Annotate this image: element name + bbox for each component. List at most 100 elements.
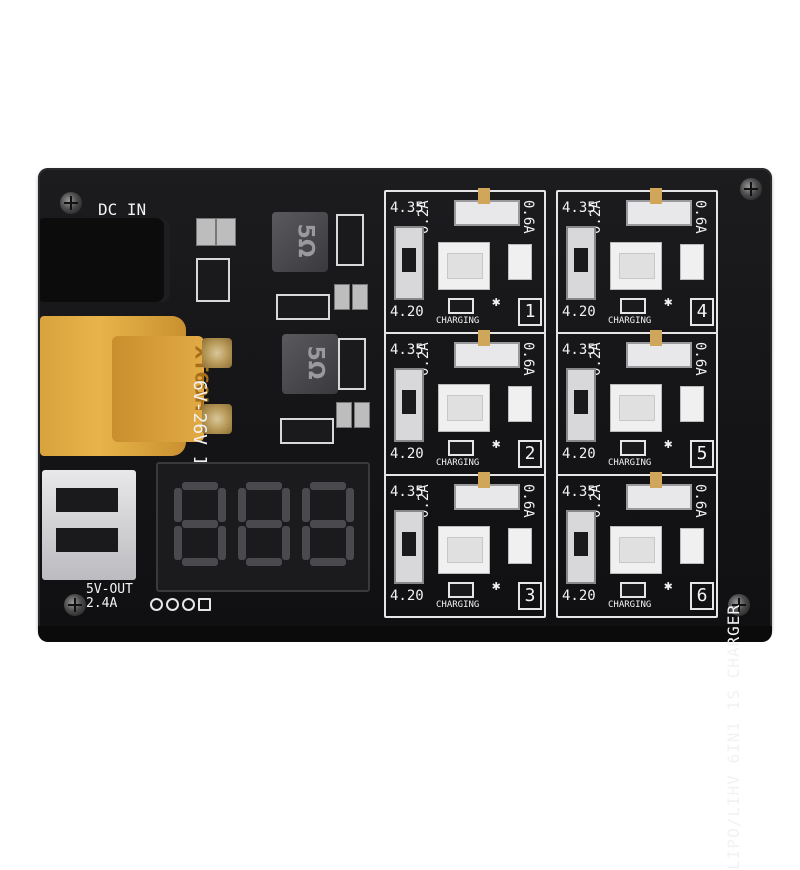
voltage-select-switch[interactable] <box>394 368 424 442</box>
current-high-label: 0.6A <box>520 342 536 376</box>
smd-part <box>680 386 704 422</box>
jst-battery-connector <box>610 526 662 574</box>
dc-barrel-jack <box>40 218 170 302</box>
voltage-low-label: 4.20 <box>390 304 424 320</box>
charging-led-icon <box>448 298 474 314</box>
charging-module-5: 4.35 4.20 0.2A 0.6A CHARGING ✱ 5 <box>556 330 718 476</box>
inductor-top: 5Ω <box>272 212 328 272</box>
current-select-switch[interactable] <box>626 472 692 510</box>
voltage-high-label: 4.35 <box>390 200 424 216</box>
charging-status-label: CHARGING <box>436 600 480 610</box>
module-number: 5 <box>690 440 714 468</box>
screw-bottom-right-icon <box>728 594 750 616</box>
display-digit <box>174 482 226 566</box>
voltage-high-label: 4.35 <box>562 200 596 216</box>
seven-segment-display <box>156 462 370 592</box>
voltage-high-label: 4.35 <box>390 342 424 358</box>
diode-chip <box>338 338 366 390</box>
charging-module-1: 4.35 4.20 0.2A 0.6A CHARGING ✱ 1 <box>384 188 546 334</box>
voltage-low-label: 4.20 <box>390 588 424 604</box>
voltage-select-switch[interactable] <box>394 510 424 584</box>
inductor-label: 5Ω <box>292 223 318 258</box>
charging-status-label: CHARGING <box>608 600 652 610</box>
current-select-switch[interactable] <box>454 188 520 226</box>
pad-icon <box>166 598 179 611</box>
dc-in-label: DC IN <box>98 200 147 219</box>
voltage-low-label: 4.20 <box>562 446 596 462</box>
jst-battery-connector <box>438 242 490 290</box>
charging-status-label: CHARGING <box>436 316 480 326</box>
smd-chip <box>276 294 330 320</box>
current-select-switch[interactable] <box>626 188 692 226</box>
voltage-high-label: 4.35 <box>562 484 596 500</box>
voltage-select-switch[interactable] <box>566 368 596 442</box>
voltage-high-label: 4.35 <box>562 342 596 358</box>
screw-top-right-icon <box>740 178 762 200</box>
current-select-switch[interactable] <box>626 330 692 368</box>
pcb-edge <box>38 626 772 642</box>
display-digit <box>238 482 290 566</box>
current-high-label: 0.6A <box>520 200 536 234</box>
jst-battery-connector <box>610 242 662 290</box>
voltage-select-switch[interactable] <box>394 226 424 300</box>
xt60-connector: XT60H <box>40 316 212 456</box>
smd-capacitor <box>196 218 216 246</box>
charging-status-label: CHARGING <box>608 316 652 326</box>
charging-led-icon <box>448 582 474 598</box>
usb-out-label: 5V-OUT <box>86 582 133 597</box>
smd-part <box>508 244 532 280</box>
charging-led-icon <box>620 298 646 314</box>
voltage-select-switch[interactable] <box>566 226 596 300</box>
usb-slot <box>56 488 118 512</box>
current-high-label: 0.6A <box>692 342 708 376</box>
inductor-bottom: 5Ω <box>282 334 338 394</box>
jst-battery-connector <box>438 384 490 432</box>
smd-chip <box>280 418 334 444</box>
jst-battery-connector <box>610 384 662 432</box>
voltage-low-label: 4.20 <box>562 304 596 320</box>
module-number: 2 <box>518 440 542 468</box>
charging-led-icon <box>448 440 474 456</box>
charging-led-icon <box>620 582 646 598</box>
usb-slot <box>56 528 118 552</box>
pad-icon <box>150 598 163 611</box>
charger-title: LIPO/LIHV 6IN1 1S CHARGER <box>724 604 743 870</box>
smd-capacitor <box>334 284 350 310</box>
display-digit <box>302 482 354 566</box>
light-bulb-icon: ✱ <box>664 436 673 452</box>
light-bulb-icon: ✱ <box>492 578 501 594</box>
usb-a-port <box>42 470 136 580</box>
module-number: 3 <box>518 582 542 610</box>
xt60-pin-negative <box>202 404 232 434</box>
voltage-low-label: 4.20 <box>562 588 596 604</box>
current-high-label: 0.6A <box>520 484 536 518</box>
charging-module-2: 4.35 4.20 0.2A 0.6A CHARGING ✱ 2 <box>384 330 546 476</box>
charging-status-label: CHARGING <box>608 458 652 468</box>
smd-part <box>680 528 704 564</box>
smd-part <box>508 386 532 422</box>
voltage-low-label: 4.20 <box>390 446 424 462</box>
pad-icon <box>198 598 211 611</box>
voltage-select-switch[interactable] <box>566 510 596 584</box>
charging-module-6: 4.35 4.20 0.2A 0.6A CHARGING ✱ 6 <box>556 472 718 618</box>
current-select-switch[interactable] <box>454 472 520 510</box>
screw-bottom-left-icon <box>64 594 86 616</box>
smd-capacitor <box>336 402 352 428</box>
current-select-switch[interactable] <box>454 330 520 368</box>
smd-capacitor <box>352 284 368 310</box>
smd-capacitor <box>216 218 236 246</box>
module-number: 4 <box>690 298 714 326</box>
voltage-high-label: 4.35 <box>390 484 424 500</box>
diode-chip <box>336 214 364 266</box>
smd-chip <box>196 258 230 302</box>
module-number: 1 <box>518 298 542 326</box>
light-bulb-icon: ✱ <box>492 294 501 310</box>
module-number: 6 <box>690 582 714 610</box>
light-bulb-icon: ✱ <box>492 436 501 452</box>
charging-module-3: 4.35 4.20 0.2A 0.6A CHARGING ✱ 3 <box>384 472 546 618</box>
light-bulb-icon: ✱ <box>664 578 673 594</box>
xt60-housing <box>112 336 204 442</box>
smd-part <box>680 244 704 280</box>
charging-led-icon <box>620 440 646 456</box>
usb-current-label: 2.4A <box>86 596 118 611</box>
